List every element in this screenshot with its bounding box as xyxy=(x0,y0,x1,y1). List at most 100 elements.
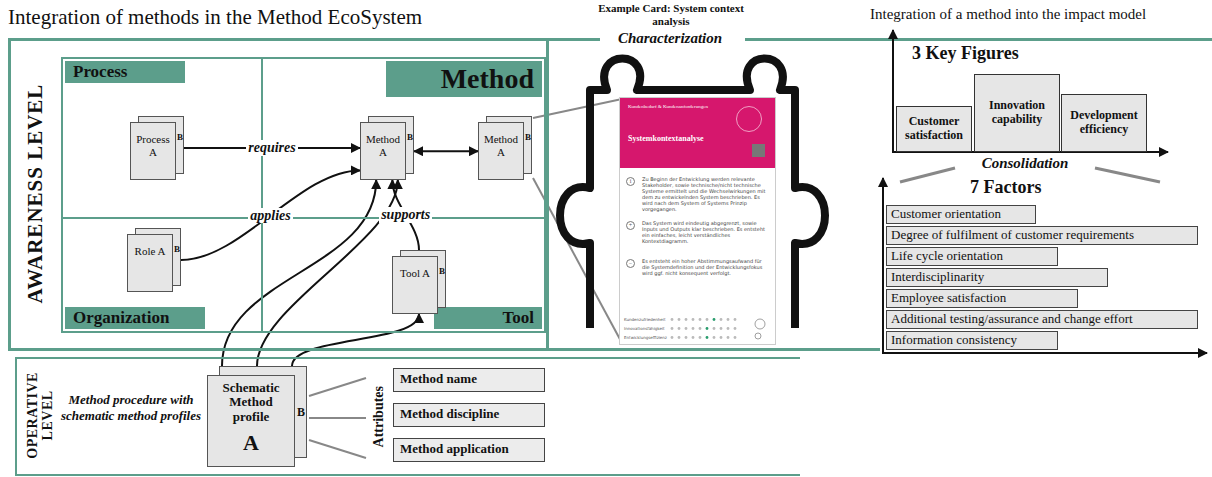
axis xyxy=(882,352,1207,354)
attribute-line xyxy=(309,417,366,419)
level-frame: AWARENESS LEVELProcessProcess ABMethodMe… xyxy=(8,38,549,351)
connector xyxy=(257,180,398,366)
rating-dot xyxy=(713,318,716,321)
rating-dot xyxy=(720,336,723,339)
rating-dot xyxy=(678,318,681,321)
level-label: OPERATIVE LEVEL xyxy=(25,359,56,471)
rating-label: Innovationsfähigkeit xyxy=(624,326,665,331)
person-icon xyxy=(755,333,761,339)
rating-dot xyxy=(734,336,737,339)
attributes-label: Attributes xyxy=(371,369,386,465)
card-letter: B xyxy=(438,267,446,276)
puzzle-heading: Characterization xyxy=(600,30,740,47)
level-line xyxy=(548,348,880,351)
card-title: Method A xyxy=(363,133,403,158)
rating-dot xyxy=(685,327,688,330)
quadrant: ProcessProcess AB xyxy=(62,58,262,218)
rating-dot xyxy=(734,318,737,321)
element-card: Tool AB xyxy=(392,250,446,314)
card-front: Schematic Method profileA xyxy=(207,375,295,467)
factor-bar: Life cycle orientation xyxy=(886,247,1058,266)
edge-label: applies xyxy=(248,208,292,223)
factor-label: Interdisciplinarity xyxy=(891,269,984,285)
key-figure-bar: Innovation capability xyxy=(974,74,1060,152)
factor-bar: Degree of fulfilment of customer require… xyxy=(886,226,1198,245)
attribute-line xyxy=(309,440,366,458)
method-profile: Schematic Method profileAB xyxy=(207,366,307,467)
quadrant-tab: Method xyxy=(386,61,542,97)
connector xyxy=(222,180,376,366)
edge-label: requires xyxy=(246,140,297,155)
rating-dot xyxy=(685,336,688,339)
bar-label: Customer satisfaction xyxy=(898,115,970,143)
bullet-text: Es entsteht ein hoher Abstimmungsaufwand… xyxy=(642,258,768,276)
factor-label: Life cycle orientation xyxy=(891,248,1003,264)
rating-dot xyxy=(692,336,695,339)
note-label: 7 Factors xyxy=(970,178,1041,198)
factor-label: Information consistency xyxy=(891,332,1017,348)
bullet-text: Zu Beginn der Entwicklung werden relevan… xyxy=(642,176,768,212)
factor-label: Additional testing/assurance and change … xyxy=(891,311,1133,327)
rating-dot xyxy=(699,336,702,339)
connector xyxy=(181,170,360,260)
rating-dot xyxy=(727,318,730,321)
card-front: Method A xyxy=(478,122,524,180)
consolidation-line xyxy=(900,168,955,182)
card-title: Process A xyxy=(133,133,173,158)
note-label: Example Card: System context analysis xyxy=(598,2,744,27)
rating-dot xyxy=(713,327,716,330)
rating-dot xyxy=(699,327,702,330)
quadrant-tab: Tool xyxy=(434,307,542,329)
attribute-label: Method application xyxy=(400,441,509,457)
element-card: Process AB xyxy=(130,116,184,180)
method-card: Kundenbedarf & KundenanforderungenSystem… xyxy=(620,98,775,344)
quadrant: Organization Role AB xyxy=(62,218,262,332)
level-label: AWARENESS LEVEL xyxy=(24,54,47,334)
connector xyxy=(184,147,360,149)
rating-dot xyxy=(727,336,730,339)
note-label: 3 Key Figures xyxy=(912,43,1019,64)
zoom-line xyxy=(533,178,622,343)
attribute-box: Method discipline xyxy=(393,403,545,427)
quadrant: MethodMethod ABMethod AB xyxy=(262,58,545,218)
bullet-symbol: − xyxy=(626,260,635,267)
quadrant-tab: Organization xyxy=(65,307,205,329)
rating-dot xyxy=(678,327,681,330)
attribute-label: Method discipline xyxy=(400,406,499,422)
card-letter: B xyxy=(406,133,414,142)
card-front: Role A xyxy=(127,234,173,292)
factor-bar: Additional testing/assurance and change … xyxy=(886,310,1198,329)
card-letter: B xyxy=(295,406,307,418)
factor-label: Customer orientation xyxy=(891,206,1001,222)
rating-dot xyxy=(706,318,709,321)
quadrant: ToolTool AB xyxy=(262,218,545,332)
rating-dot xyxy=(734,327,737,330)
key-figure-bar: Development efficiency xyxy=(1061,94,1147,152)
card-title: Role A xyxy=(130,245,170,258)
rating-dot xyxy=(706,327,709,330)
card-front: Method A xyxy=(360,122,406,180)
quadrant-tab: Process xyxy=(65,61,185,83)
rating-dot xyxy=(720,327,723,330)
bar-label: Innovation capability xyxy=(976,99,1058,127)
level-line xyxy=(745,38,1212,41)
attribute-line xyxy=(309,378,366,396)
zoom-line xyxy=(533,99,622,118)
rating-label: Entwicklungseffizienz xyxy=(624,335,667,340)
profile-title: Schematic Method profile xyxy=(211,381,291,424)
element-card: Role AB xyxy=(127,228,181,292)
rating-dot xyxy=(699,318,702,321)
note-label: Method procedure with schematic method p… xyxy=(60,392,202,423)
card-category: Kundenbedarf & Kundenanforderungen xyxy=(628,104,708,109)
attribute-label: Method name xyxy=(400,371,477,387)
rating-dot xyxy=(692,318,695,321)
card-ring xyxy=(736,106,762,132)
element-card: Method AB xyxy=(360,116,414,180)
rating-dot xyxy=(713,336,716,339)
attribute-box: Method application xyxy=(393,438,545,462)
card-title: Method A xyxy=(481,133,521,158)
diagram-title: Integration of methods in the Method Eco… xyxy=(8,5,422,30)
bar-label: Development efficiency xyxy=(1063,109,1145,137)
puzzle-piece: CharacterizationKundenbedarf & Kundenanf… xyxy=(545,28,810,352)
level-line xyxy=(8,38,600,41)
